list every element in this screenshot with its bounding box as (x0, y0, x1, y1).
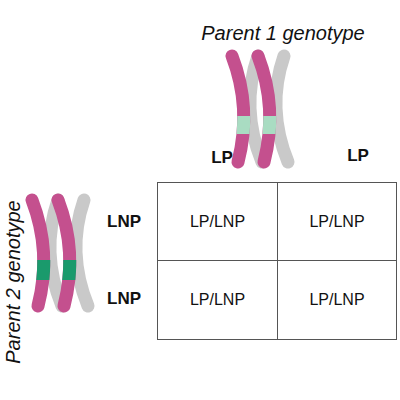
punnett-cell: LP/LNP (157, 182, 278, 261)
punnett-cell: LP/LNP (277, 260, 397, 340)
parent-title: Parent 1 genotype (201, 22, 364, 45)
parent2-chromosomes (32, 200, 88, 306)
parent1-chromosomes (232, 56, 288, 162)
allele-header: LNP (107, 289, 141, 309)
genotype-text: LP/LNP (309, 213, 364, 231)
genotype-text: LP/LNP (190, 291, 245, 309)
genotype-text: LP/LNP (190, 213, 245, 231)
punnett-cell: LP/LNP (277, 182, 397, 261)
parent-title: Parent 2 genotype (2, 200, 25, 363)
punnett-cell: LP/LNP (157, 260, 278, 340)
genotype-text: LP/LNP (309, 291, 364, 309)
allele-header: LP (211, 148, 233, 168)
allele-header: LP (347, 146, 369, 166)
allele-header: LNP (107, 212, 141, 232)
